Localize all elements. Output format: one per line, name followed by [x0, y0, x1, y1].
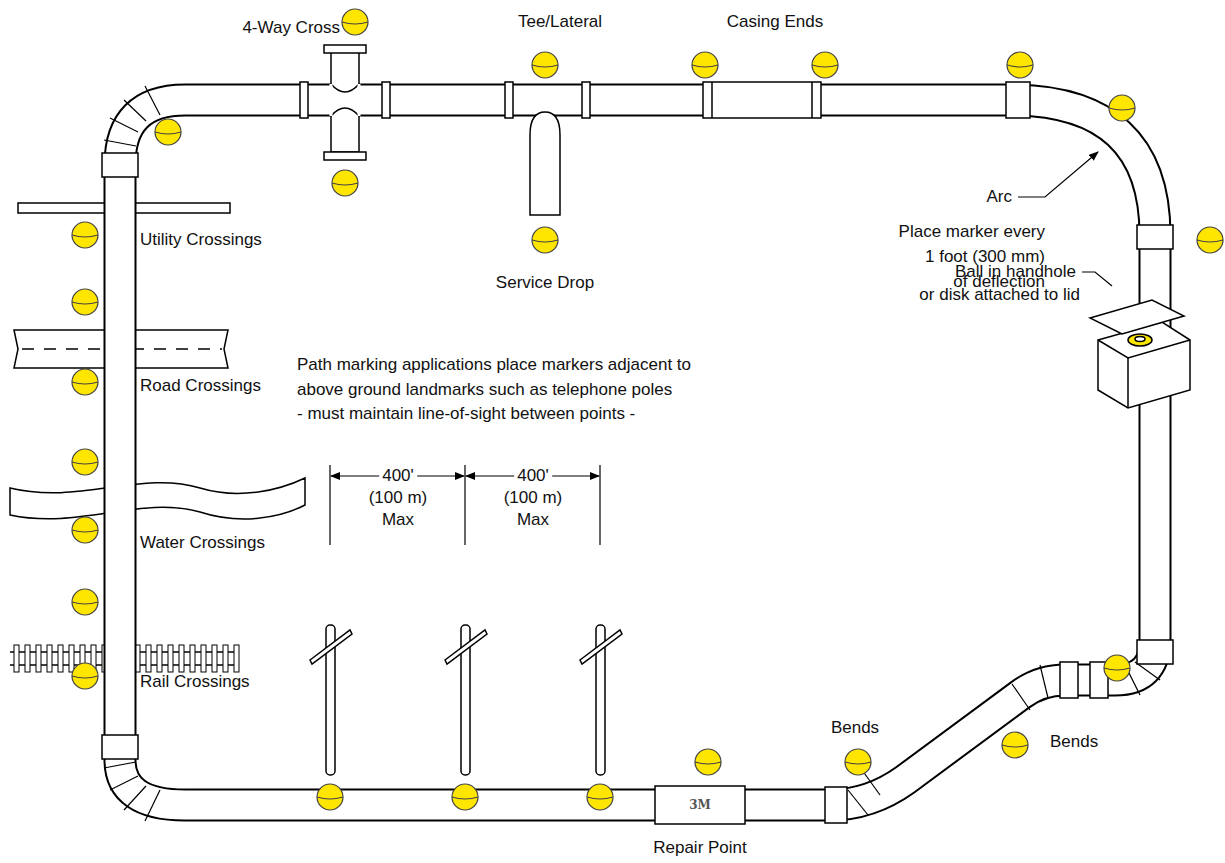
marker-ball [72, 449, 98, 475]
text-label: Repair Point [653, 838, 747, 858]
marker-ball [695, 749, 721, 775]
marker-ball [332, 170, 358, 196]
rail-tie [25, 645, 30, 672]
text-label: Bends [1050, 732, 1098, 752]
marker-ball [72, 517, 98, 543]
rail-tie [223, 645, 228, 672]
marker-ball [72, 222, 98, 248]
rail-tie [58, 645, 63, 672]
text-label: Tee/Lateral [518, 12, 602, 32]
marker-ball [1104, 655, 1130, 681]
marker-ball [72, 289, 98, 315]
marker-ball [587, 784, 613, 810]
marker-balls [72, 9, 1223, 810]
text-label: (100 m) [504, 488, 563, 508]
marker-ball [317, 784, 343, 810]
marker-ball [532, 52, 558, 78]
rail-tie [201, 645, 206, 672]
marker-ball [72, 589, 98, 615]
marker-ball [452, 784, 478, 810]
casing [703, 82, 821, 118]
rail-tie [157, 645, 162, 672]
marker-ball [692, 52, 718, 78]
rail-tie [179, 645, 184, 672]
rail-tie [212, 645, 217, 672]
text-label: Max [517, 510, 549, 530]
rail-tie [14, 645, 19, 672]
rail-tie [69, 645, 74, 672]
text-label: Place marker every [899, 222, 1045, 242]
text-label: Path marking applications place markers … [297, 355, 691, 375]
text-label: Road Crossings [140, 376, 261, 396]
text-label: 400' [514, 466, 552, 486]
text-label: Bends [831, 718, 879, 738]
marker-ball [845, 749, 871, 775]
text-label: Rail Crossings [140, 672, 250, 692]
rail-tie [47, 645, 52, 672]
marker-ball [812, 52, 838, 78]
text-label: Casing Ends [727, 12, 823, 32]
rail-tie [36, 645, 41, 672]
marker-ball [1109, 95, 1135, 121]
text-label: Ball in handhole [955, 262, 1076, 282]
marker-ball [72, 369, 98, 395]
logo-text: 3M [689, 798, 711, 812]
text-label: 4-Way Cross [242, 18, 340, 38]
dimension-lines [330, 465, 600, 545]
marker-ball [1197, 227, 1223, 253]
rail-tie [146, 645, 151, 672]
repair-sleeve [655, 786, 745, 824]
tee-lateral [530, 112, 560, 215]
rail-tie [234, 645, 239, 672]
text-label: - must maintain line-of-sight between po… [297, 404, 635, 424]
repair-sleeve-box: 3M [655, 786, 745, 824]
pipeline [102, 82, 1173, 823]
water-crossing [10, 478, 305, 519]
text-label: Water Crossings [140, 533, 265, 553]
marker-ball [342, 9, 368, 35]
text-label: Service Drop [496, 273, 594, 293]
text-label: Utility Crossings [140, 230, 262, 250]
handhole [1090, 300, 1190, 408]
telephone-poles [310, 625, 622, 775]
marker-ball [1007, 52, 1033, 78]
marker-ball [155, 119, 181, 145]
text-label: (100 m) [369, 488, 428, 508]
text-label: 400' [379, 466, 417, 486]
text-label: Arc [987, 187, 1013, 207]
rail-tie [168, 645, 173, 672]
text-label: or disk attached to lid [919, 285, 1080, 305]
four-way-cross [324, 45, 366, 160]
marker-ball [532, 227, 558, 253]
marker-ball [1002, 732, 1028, 758]
text-label: above ground landmarks such as telephone… [297, 380, 672, 400]
rail-tie [190, 645, 195, 672]
text-label: Max [382, 510, 414, 530]
marker-ball [72, 663, 98, 689]
